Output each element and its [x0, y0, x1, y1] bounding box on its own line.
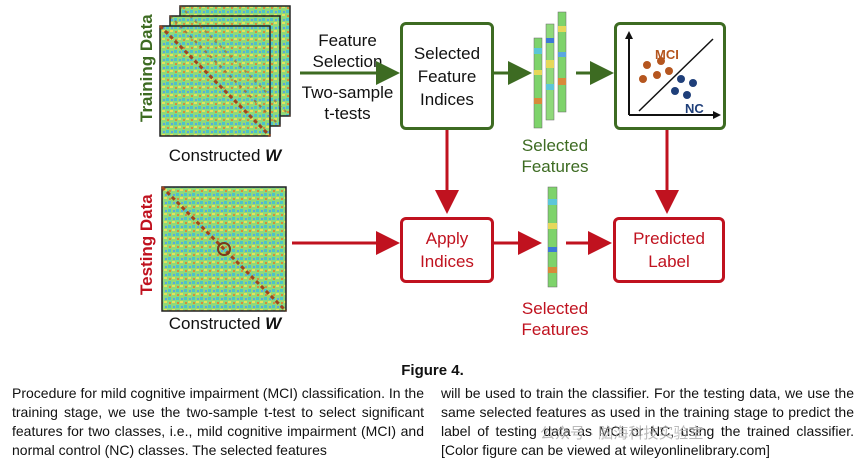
constructed-word: Constructed: [168, 314, 261, 333]
w-symbol: W: [265, 146, 282, 165]
sf-bottom-line1: Selected: [521, 299, 589, 318]
apply-line1: Apply: [425, 229, 469, 248]
ttest-line1: Two-sample: [301, 83, 394, 102]
predicted-line1: Predicted: [633, 229, 705, 248]
sf-top-line1: Selected: [521, 136, 589, 155]
caption-right: will be used to train the classifier. Fo…: [441, 385, 854, 458]
indices-line3: Indices: [420, 89, 474, 109]
sf-top-line2: Features: [521, 157, 589, 176]
ttest-line2: t-tests: [324, 104, 371, 123]
feature-selection-label: Feature Selection: [300, 30, 395, 72]
mci-label: MCI: [655, 47, 679, 62]
nc-label: NC: [685, 101, 704, 116]
constructed-w-top-label: Constructed W: [155, 145, 295, 166]
selected-features-strip-bottom: [547, 186, 558, 288]
training-matrix-stack: [158, 5, 291, 138]
apply-indices-box: Apply Indices: [400, 217, 494, 283]
apply-line2: Indices: [420, 252, 474, 271]
feature-selection-line1: Feature: [318, 31, 377, 50]
feature-selection-line2: Selection: [312, 52, 383, 71]
selected-feature-indices-box: Selected Feature Indices: [400, 22, 494, 130]
arrows-layer: [292, 61, 679, 255]
indices-line2: Feature: [417, 66, 477, 86]
selected-features-bottom-label: Selected Features: [510, 298, 600, 340]
figure-label: Figure 4.: [401, 362, 464, 379]
indices-line1: Selected: [413, 43, 481, 63]
constructed-word: Constructed: [168, 146, 261, 165]
classifier-plot: [625, 31, 721, 119]
sf-bottom-line2: Features: [521, 320, 589, 339]
predicted-label-box: Predicted Label: [613, 217, 725, 283]
selected-features-top-label: Selected Features: [510, 135, 600, 177]
classifier-box: MCI NC: [614, 22, 726, 130]
watermark: 公众号 · 脑海科技实验室: [540, 425, 704, 442]
selected-features-strips-top: [533, 11, 567, 129]
ttest-label: Two-sample t-tests: [295, 82, 400, 124]
caption-left: Procedure for mild cognitive impairment …: [12, 385, 424, 458]
testing-matrix: [160, 185, 288, 313]
predicted-line2: Label: [648, 252, 690, 271]
constructed-w-bottom-label: Constructed W: [155, 313, 295, 334]
w-symbol: W: [265, 314, 282, 333]
